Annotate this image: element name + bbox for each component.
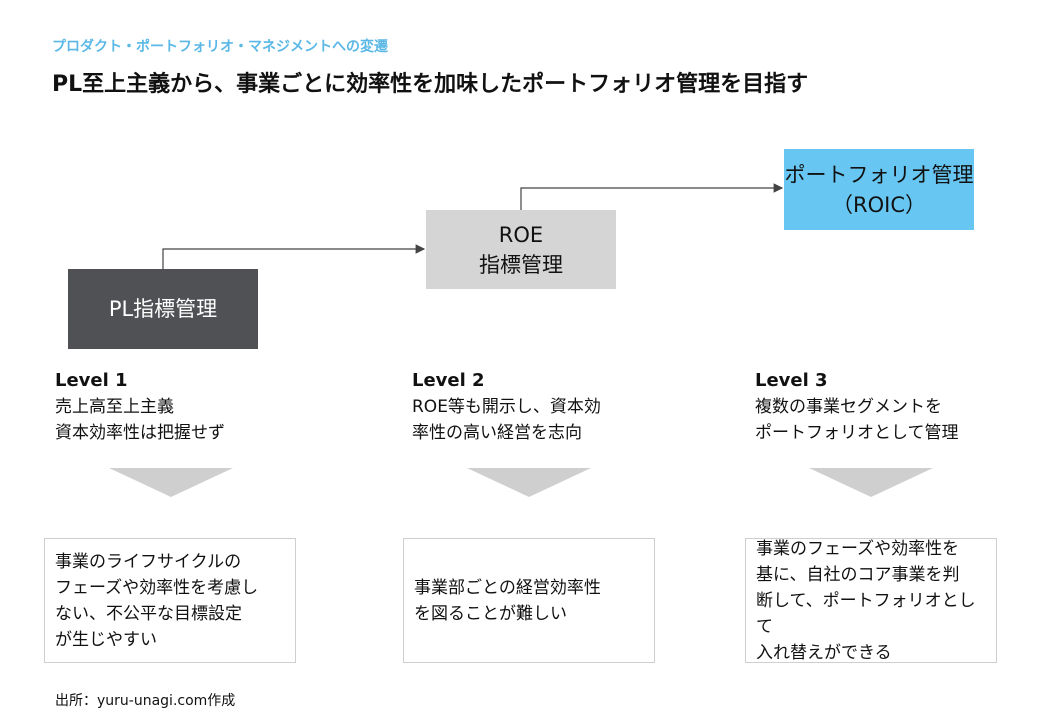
section-subtitle: プロダクト・ポートフォリオ・マネジメントへの変遷	[52, 39, 388, 55]
stage-box-roic: ポートフォリオ管理 （ROIC）	[784, 149, 974, 230]
level-desc-line: 売上高至上主義	[55, 397, 174, 417]
chevron-down-icon	[109, 468, 233, 497]
issue-note-level-3: 事業のフェーズや効率性を 基に、自社のコア事業を判 断して、ポートフォリオとして…	[745, 538, 997, 663]
level-desc-line: 資本効率性は把握せず	[55, 423, 225, 443]
stage-box-line: ROE	[498, 222, 544, 247]
level-1-description: Level 1 売上高至上主義 資本効率性は把握せず	[55, 368, 225, 446]
arrow-level1-to-level2	[162, 244, 426, 269]
arrow-level2-to-level3	[520, 183, 784, 210]
level-3-description: Level 3 複数の事業セグメントを ポートフォリオとして管理	[755, 368, 959, 446]
note-line: ない、不公平な目標設定	[55, 603, 242, 624]
note-line: 基に、自社のコア事業を判	[756, 564, 960, 585]
source-credit: 出所：yuru-unagi.com作成	[55, 693, 236, 709]
level-2-description: Level 2 ROE等も開示し、資本効 率性の高い経営を志向	[412, 368, 601, 446]
level-title: Level 2	[412, 370, 485, 391]
note-line: 事業のライフサイクルの	[55, 551, 242, 572]
note-line: が生じやすい	[55, 629, 157, 650]
stage-box-roe: ROE 指標管理	[426, 210, 616, 289]
chevron-down-icon	[467, 468, 591, 497]
note-line: 事業のフェーズや効率性を	[756, 538, 960, 559]
note-line: フェーズや効率性を考慮し	[55, 577, 259, 598]
issue-note-level-1: 事業のライフサイクルの フェーズや効率性を考慮し ない、不公平な目標設定 が生じ…	[44, 538, 296, 663]
page-title: PL至上主義から、事業ごとに効率性を加味したポートフォリオ管理を目指す	[52, 72, 809, 97]
stage-box-line: 指標管理	[479, 252, 563, 277]
level-title: Level 3	[755, 370, 828, 391]
note-line: を図ることが難しい	[414, 603, 567, 624]
issue-note-level-2: 事業部ごとの経営効率性 を図ることが難しい	[403, 538, 655, 663]
level-desc-line: 率性の高い経営を志向	[412, 423, 582, 443]
note-line: 断して、ポートフォリオとして	[756, 590, 976, 637]
level-title: Level 1	[55, 370, 128, 391]
note-line: 入れ替えができる	[756, 642, 892, 663]
level-desc-line: 複数の事業セグメントを	[755, 397, 942, 417]
level-desc-line: ポートフォリオとして管理	[755, 423, 959, 443]
stage-box-line: PL指標管理	[108, 297, 218, 321]
stage-box-line: （ROIC）	[832, 192, 926, 217]
stage-box-pl: PL指標管理	[68, 269, 258, 349]
level-desc-line: ROE等も開示し、資本効	[412, 397, 601, 417]
chevron-down-icon	[809, 468, 933, 497]
stage-box-line: ポートフォリオ管理	[784, 162, 974, 187]
note-line: 事業部ごとの経営効率性	[414, 577, 601, 598]
